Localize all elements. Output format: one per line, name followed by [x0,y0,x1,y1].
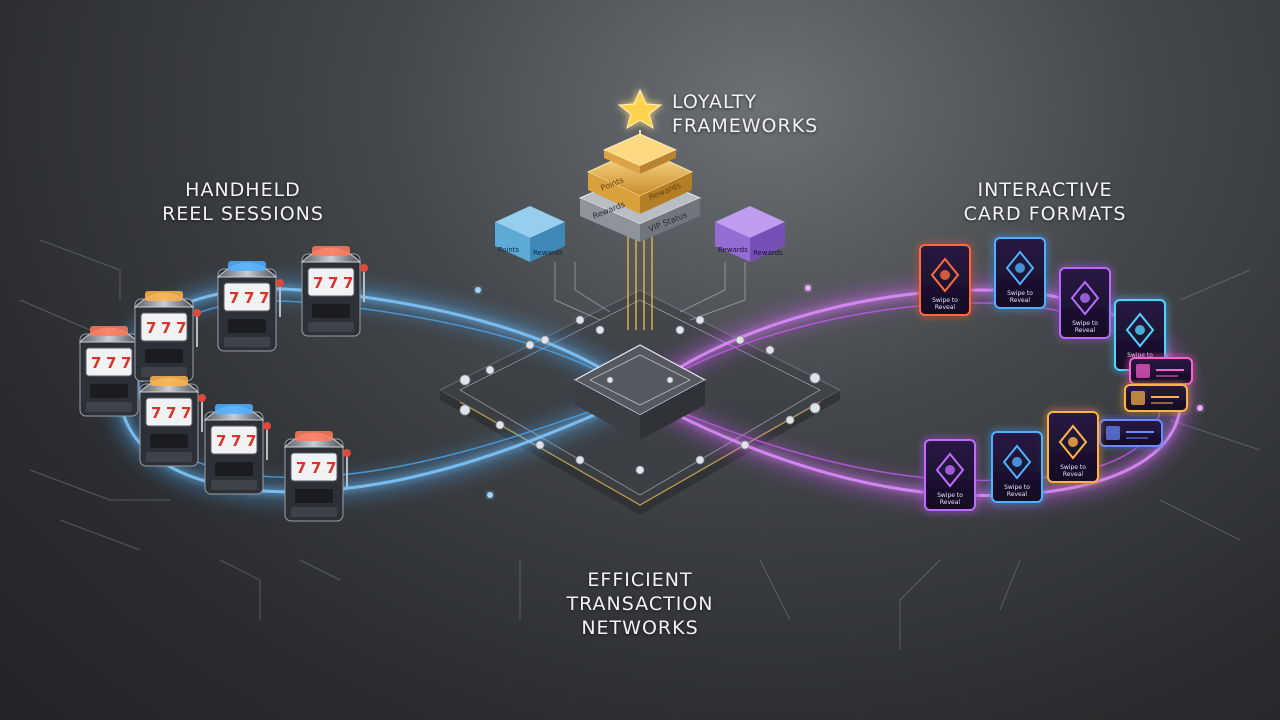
label-line: TRANSACTION [566,593,714,615]
card-caption: Swipe to [1072,320,1098,327]
slot-reel-symbol: 7 [311,459,321,477]
label-line: FRAMEWORKS [672,115,819,137]
card-caption: Swipe to [932,297,958,304]
blue-cube-right-text: Rewards [533,249,563,257]
slot-reel-symbol: 7 [106,354,116,372]
slot-reel-symbol: 7 [296,459,306,477]
game-card-icon [1099,419,1163,447]
purple-cube-left-text: Rewards [718,246,748,254]
handheld-reel-sessions-label: HANDHELD REEL SESSIONS [118,178,368,226]
game-card-icon [1129,357,1193,385]
slot-reel-symbol: 7 [151,404,161,422]
purple-cube-right-text: Rewards [753,249,783,257]
star-icon [617,88,663,130]
card-caption: Swipe to [1060,464,1086,471]
slot-reel-symbol: 7 [161,319,171,337]
card-caption: Reveal [1010,297,1031,304]
card-caption: Swipe to [1007,290,1033,297]
network-nodes [459,315,821,475]
card-caption: Swipe to [1004,484,1030,491]
side-links [554,262,746,321]
slot-reel-symbol: 7 [231,432,241,450]
label-line: EFFICIENT [587,569,693,591]
purple-reward-cube [715,206,785,262]
slot-reel-symbol: 7 [244,289,254,307]
card-caption: Swipe to [937,492,963,499]
slot-reel-symbol: 7 [146,319,156,337]
label-line: HANDHELD [185,179,301,201]
efficient-transaction-networks-label: EFFICIENT TRANSACTION NETWORKS [530,568,750,640]
circuit-traces [19,239,1261,650]
label-line: CARD FORMATS [963,203,1127,225]
slot-reel-symbol: 7 [246,432,256,450]
slot-reel-symbol: 7 [166,404,176,422]
slot-reel-symbol: 7 [181,404,191,422]
slot-reel-symbol: 7 [328,274,338,292]
label-line: INTERACTIVE [977,179,1113,201]
slot-reel-symbol: 7 [259,289,269,307]
card-caption: Reveal [935,304,956,311]
slot-reel-symbol: 7 [216,432,226,450]
slot-reel-symbol: 7 [313,274,323,292]
game-card-icon [1124,384,1188,412]
label-line: REEL SESSIONS [162,203,324,225]
slot-reel-symbol: 7 [91,354,101,372]
loyalty-frameworks-label: LOYALTY FRAMEWORKS [672,90,872,138]
blue-cube-left-text: Points [498,246,519,254]
tower-beams [627,235,653,330]
card-caption: Reveal [1063,471,1084,478]
label-line: LOYALTY [672,91,758,113]
glow-particles [475,285,1203,498]
slot-reel-symbol: 7 [176,319,186,337]
card-caption: Reveal [1007,491,1028,498]
blue-reward-cube [495,206,565,262]
loyalty-tower [578,130,702,242]
card-caption: Reveal [1075,327,1096,334]
label-line: NETWORKS [581,617,699,639]
slot-reel-symbol: 7 [229,289,239,307]
core-chip [573,344,707,440]
slot-reel-symbol: 7 [326,459,336,477]
slot-reel-symbol: 7 [121,354,131,372]
interactive-card-formats-label: INTERACTIVE CARD FORMATS [935,178,1155,226]
card-caption: Swipe to [1127,352,1153,359]
slot-reel-symbol: 7 [343,274,353,292]
card-caption: Reveal [940,499,961,506]
